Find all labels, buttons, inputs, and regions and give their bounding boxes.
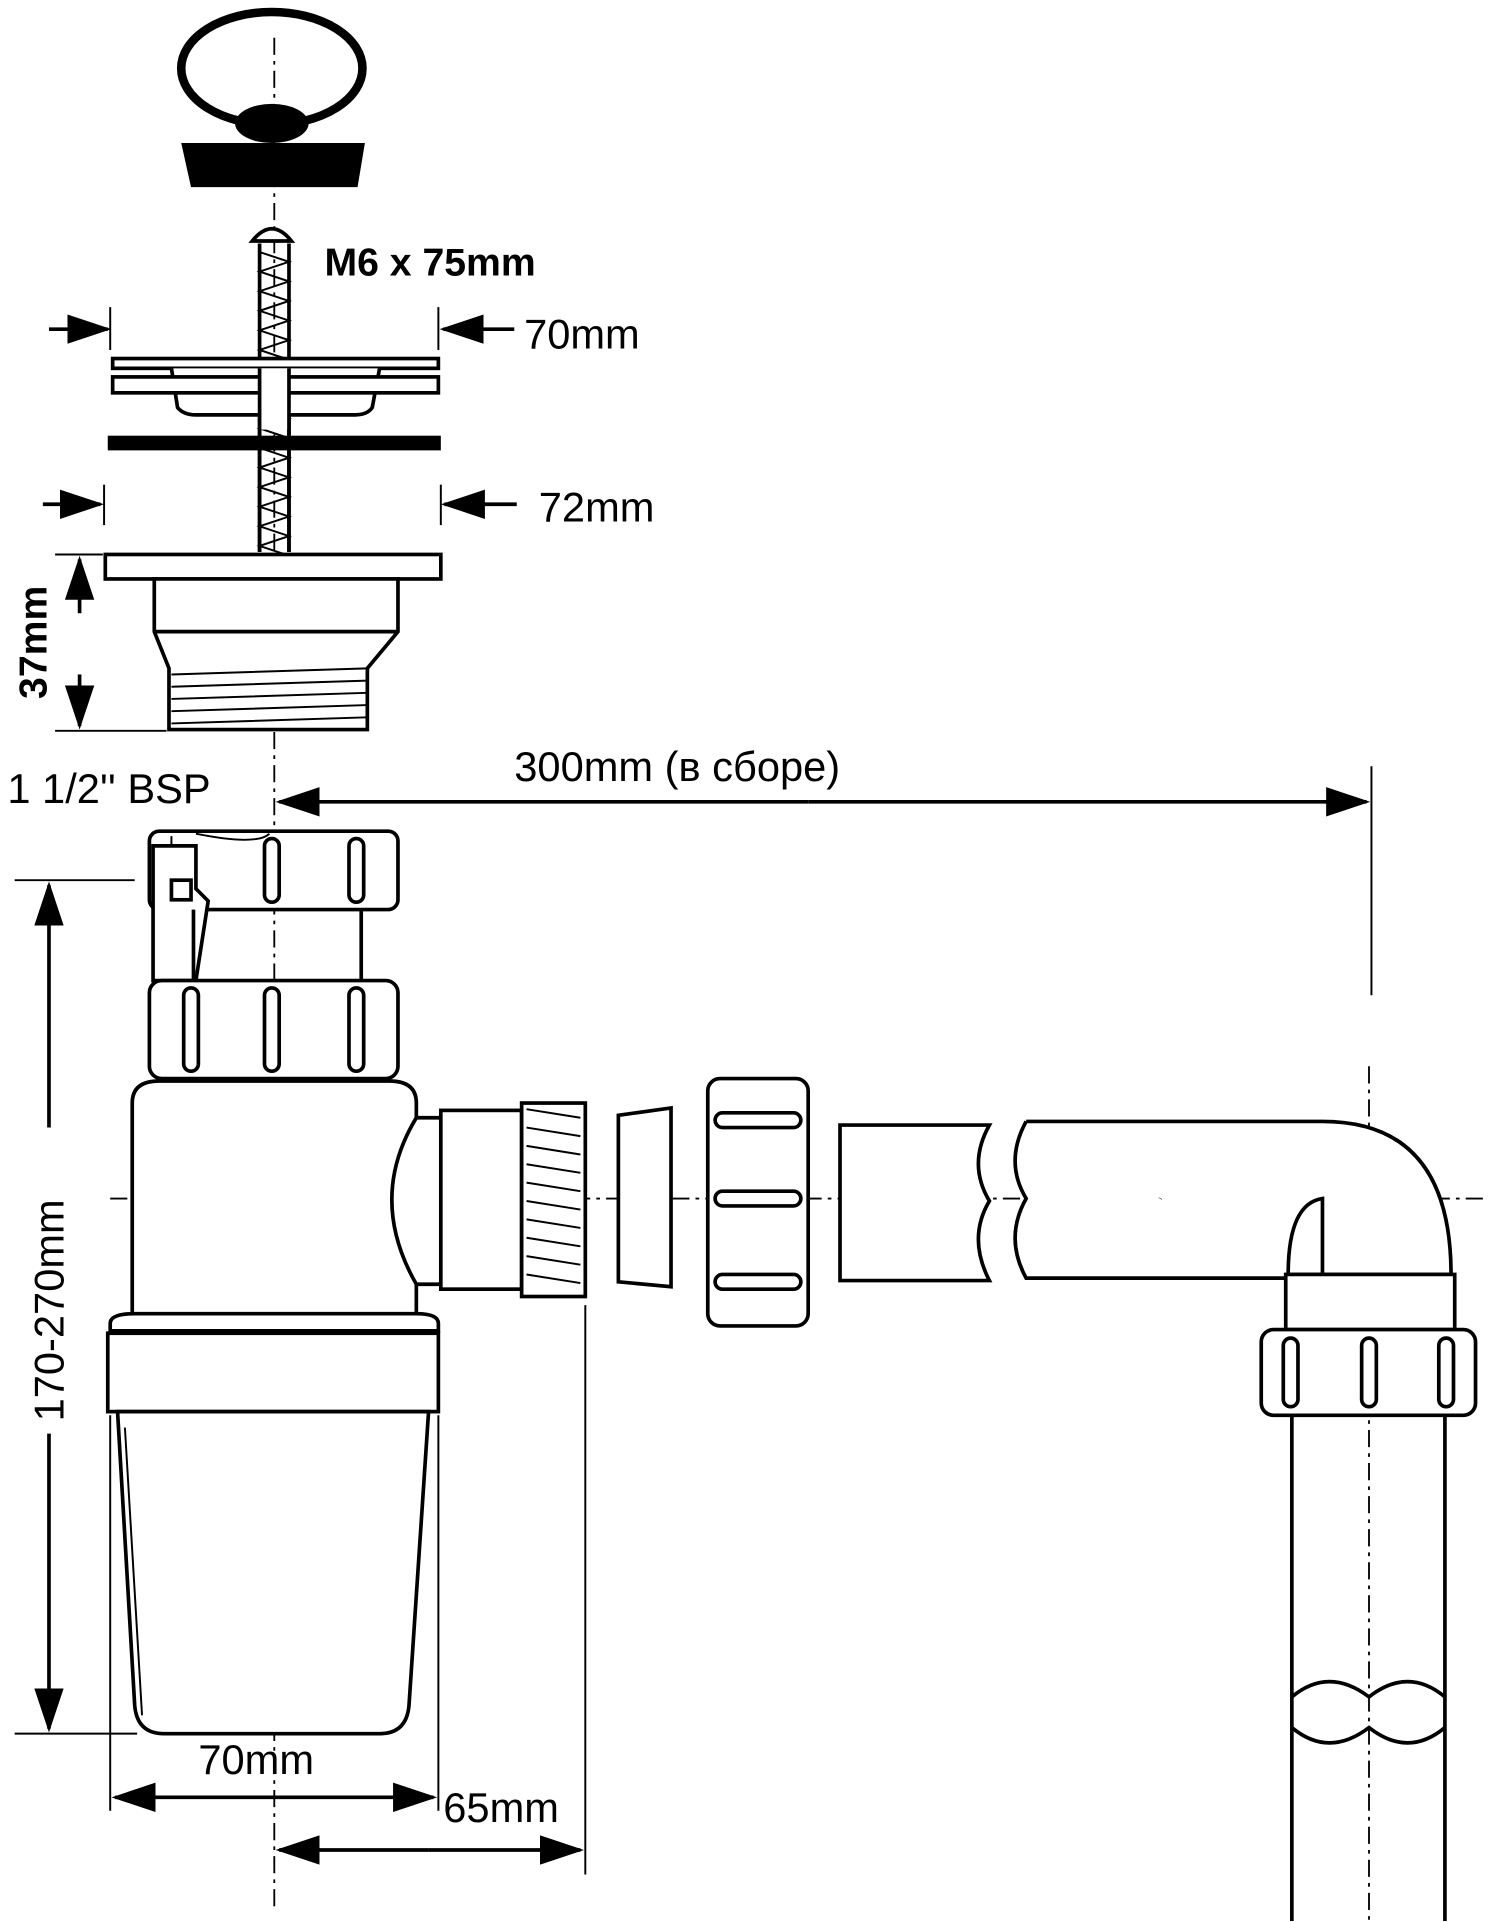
gasket [107, 435, 441, 451]
strainer-grate [110, 356, 441, 553]
height-range-label: 170-270mm [26, 1199, 73, 1421]
side-outlet [390, 1101, 588, 1299]
plug-stopper [176, 7, 367, 188]
siphon-bottle-trap [105, 829, 441, 1736]
screw-size-label: M6 x 75mm [324, 241, 535, 284]
body-height-label: 37mm [13, 586, 56, 699]
cone-washer [616, 1105, 673, 1289]
grate-width-label: 70mm [524, 311, 640, 358]
assembled-length-label: 300mm (в сборе) [514, 743, 840, 790]
outlet-pipe [838, 1119, 1478, 1922]
thread-label: 1 1/2'' BSP [7, 765, 210, 812]
body-width-label: 72mm [539, 483, 655, 530]
waste-body [103, 552, 443, 732]
union-nut [705, 1076, 811, 1328]
cup-width-label: 70mm [198, 1736, 314, 1783]
outlet-offset-label: 65mm [443, 1784, 559, 1831]
